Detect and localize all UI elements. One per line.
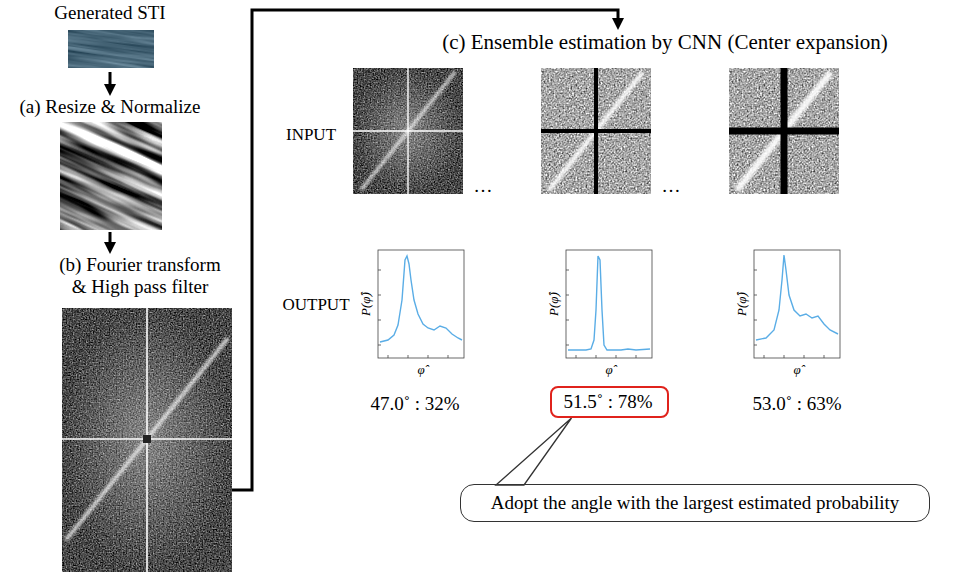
image-panel: (b) Fourier transform & High pass filter [48,254,232,572]
input-spectrum [729,68,839,194]
image-panel: (a) Resize & Normalize [15,96,205,232]
axis-label: P(φ̂) [359,292,374,316]
axis-label: φ̂ [417,363,424,378]
fourier-image [62,308,232,572]
axis-label: P(φ̂) [735,292,750,316]
axis-label: φ̂ [793,363,800,378]
input-spectrum [541,68,651,194]
axis-label: φ̂ [605,363,612,378]
node-text: Adopt the angle with the largest estimat… [491,492,900,514]
result-box: 51.5˚ : 78% [550,386,669,418]
ellipsis: … [474,175,493,197]
flow-arrow [109,232,112,242]
section-title: (c) Ensemble estimation by CNN (Center e… [442,30,889,55]
result-value: 53.0˚ : 63% [752,393,841,415]
callout-pointer [496,418,572,485]
node-text: Generated STI [54,2,165,24]
row-label: INPUT [286,125,336,145]
node-text: (b) Fourier transform & High pass filter [55,254,225,298]
probability-plot [754,250,840,358]
node-text: (c) Ensemble estimation by CNN (Center e… [442,30,889,55]
input-spectrum [353,68,463,194]
probability-plot [378,250,464,358]
node-text: 51.5˚ : 78% [564,391,655,413]
ellipsis: … [662,175,681,197]
callout-box: Adopt the angle with the largest estimat… [460,484,930,522]
flow-arrow [109,72,112,84]
row-label: OUTPUT [282,295,349,315]
image-panel: Generated STI [48,2,172,72]
result-value: 47.0˚ : 32% [370,393,459,415]
flow-arrow [232,10,618,490]
probability-plot [566,250,652,358]
sti-image [68,30,154,68]
normalized-image [60,122,162,230]
axis-label: P(φ̂) [547,292,562,316]
node-text: (a) Resize & Normalize [20,96,201,118]
